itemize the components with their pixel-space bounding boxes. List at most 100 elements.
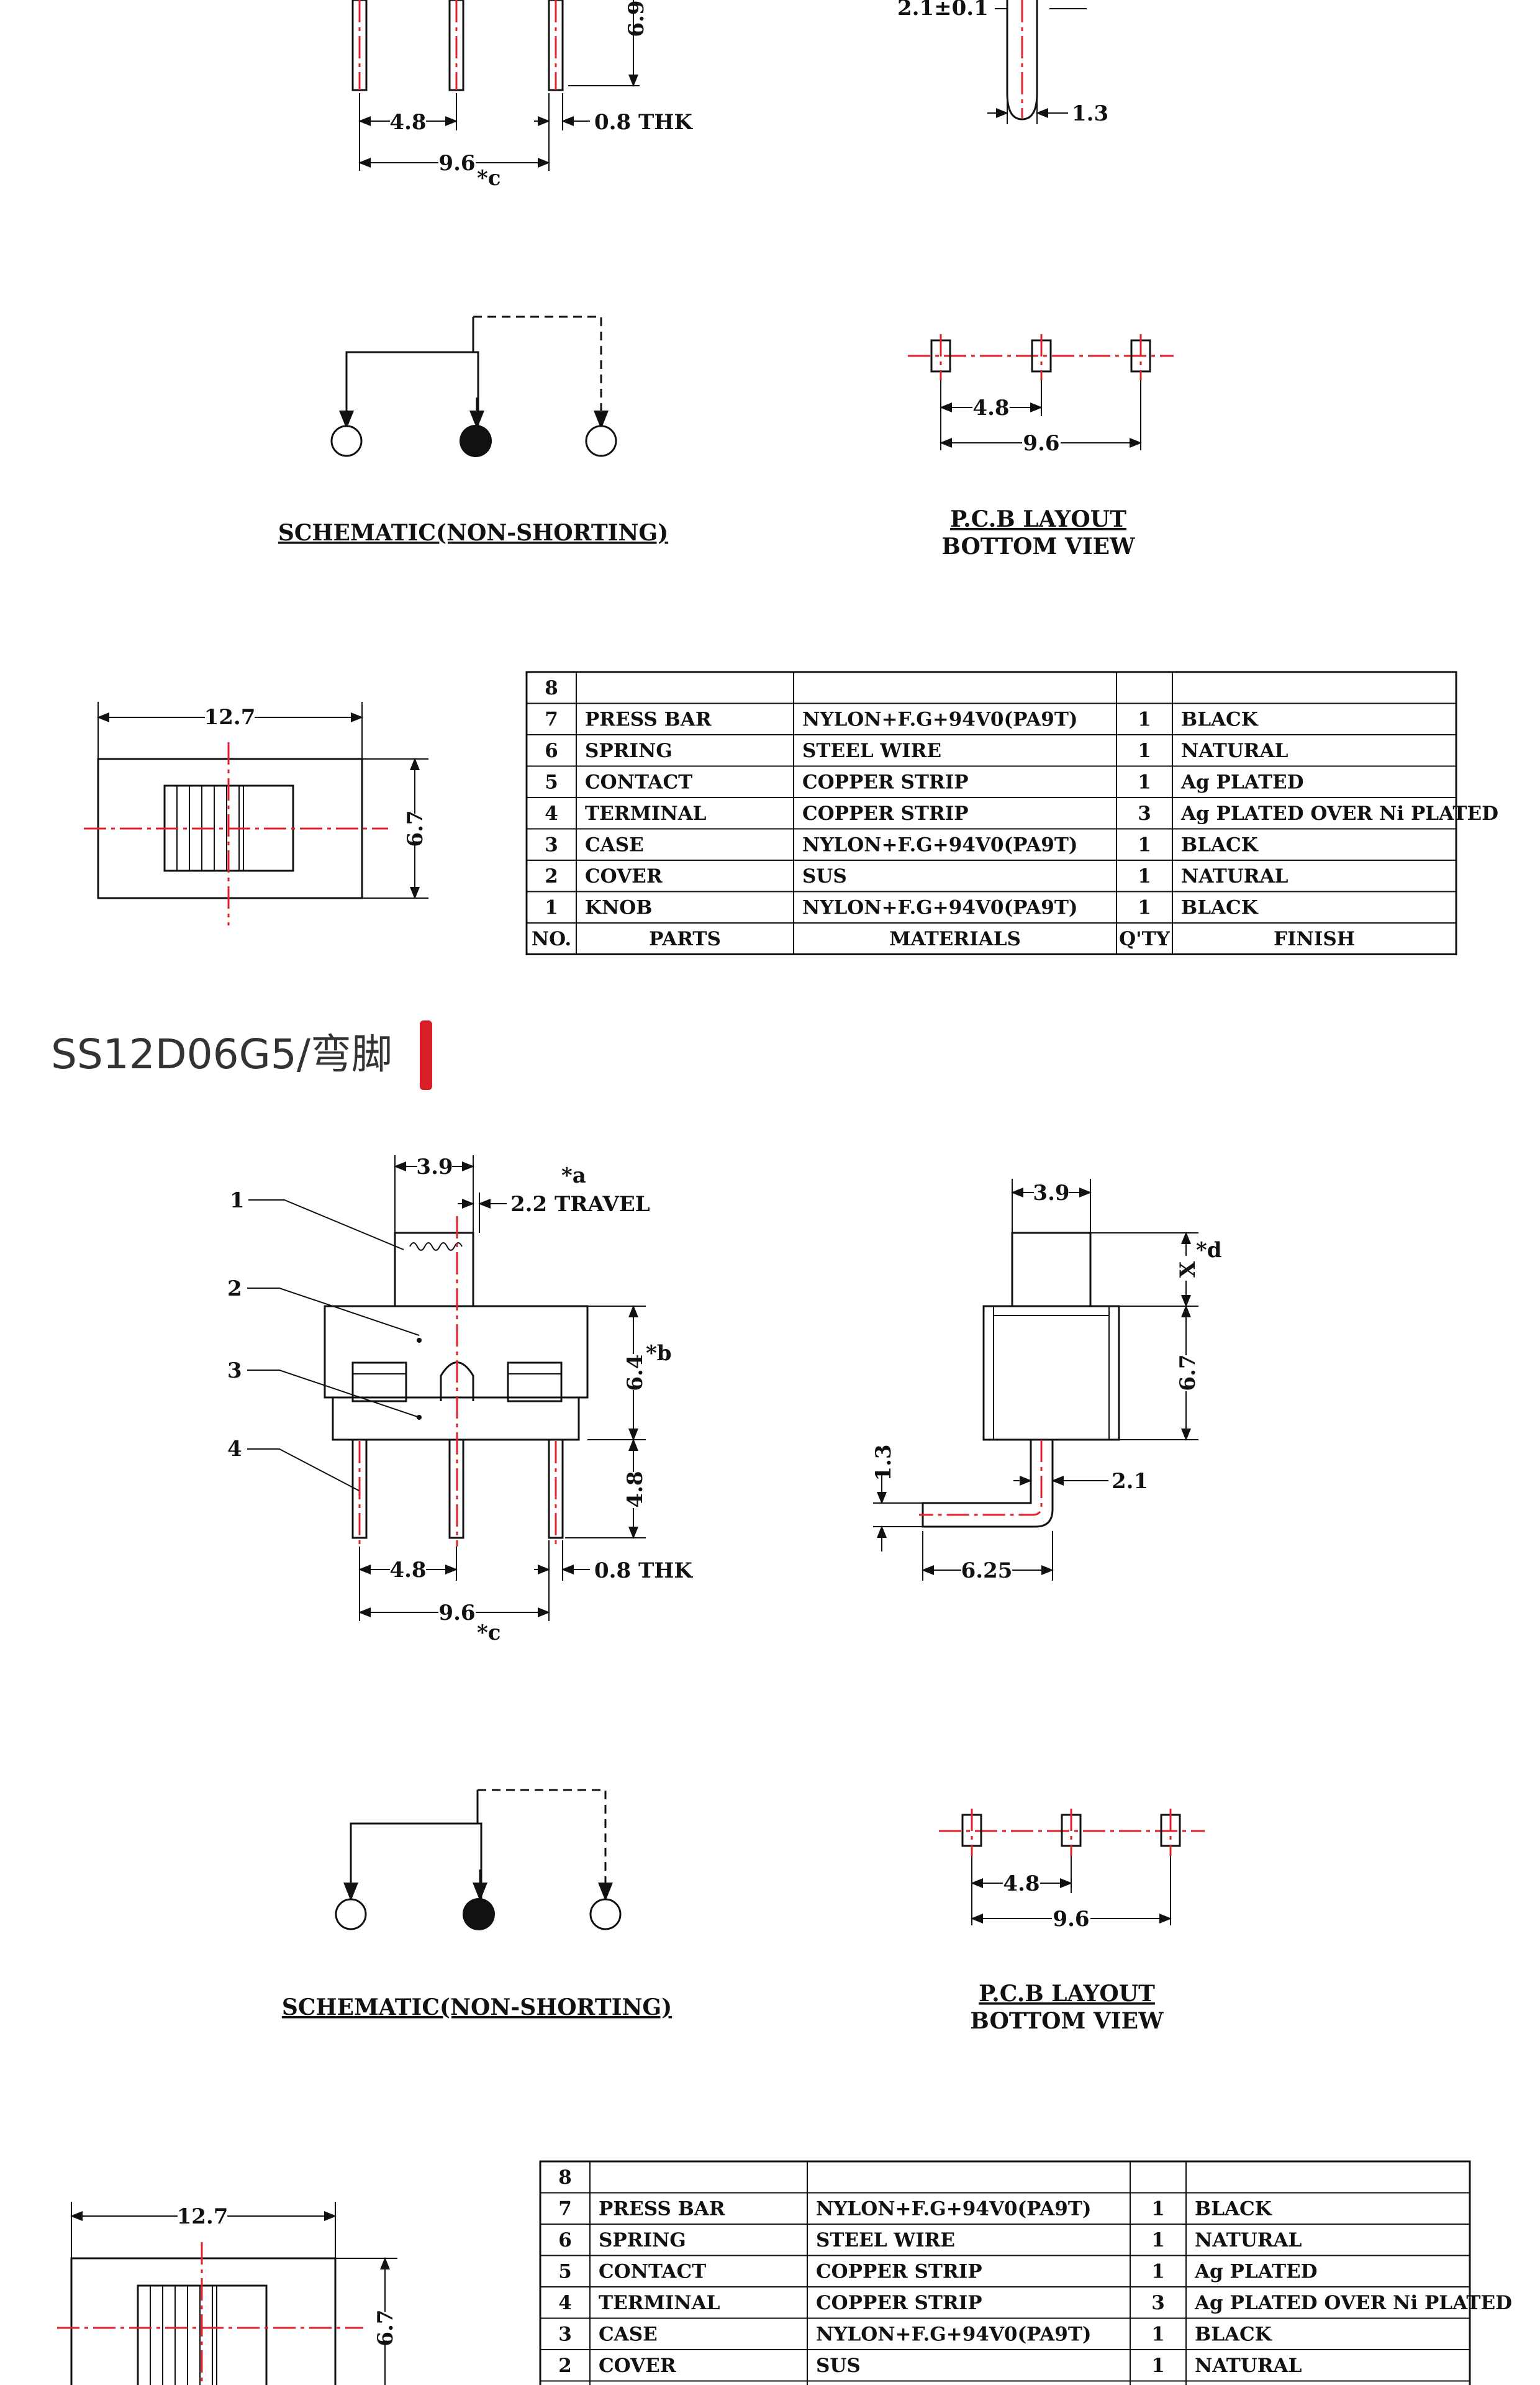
bom1-cell-finish: Ag PLATED OVER Ni PLATED xyxy=(1180,802,1498,825)
drawing2-side-view: 3.9 X *d 6.7 2.1 1.3 6.25 xyxy=(871,1179,1222,1583)
pcb2-dim-span: 9.6 xyxy=(1053,1907,1089,1932)
section-title: SS12D06G5/弯脚 xyxy=(51,1030,392,1078)
bom1-cell-material: COPPER STRIP xyxy=(802,771,969,794)
bom1-cell-qty: 1 xyxy=(1138,865,1151,888)
bom2-cell-material: STEEL WIRE xyxy=(816,2229,955,2251)
dim-span: 9.6 xyxy=(438,151,475,176)
bom2-frame xyxy=(539,2160,1471,2385)
dim-pin-width: 1.3 xyxy=(1072,101,1108,126)
top-view1-dim-height: 6.7 xyxy=(403,810,428,847)
schematic2-terminal-left xyxy=(335,1898,367,1930)
bom2-cell-no: 6 xyxy=(558,2229,572,2251)
bom1-cell-qty: 3 xyxy=(1138,802,1151,825)
bom1-cell-finish: NATURAL xyxy=(1181,740,1289,762)
bom1-cell-qty: 1 xyxy=(1138,897,1151,919)
bom2-cell-qty: 1 xyxy=(1151,2198,1165,2220)
bom1-cell-material: STEEL WIRE xyxy=(802,740,941,762)
bom1-cell-material: NYLON+F.G+94V0(PA9T) xyxy=(802,709,1078,731)
bom2-cell-part: TERMINAL xyxy=(599,2292,720,2314)
bom1-cell-no: 1 xyxy=(545,897,558,919)
bom1-cell-no: 5 xyxy=(545,771,558,794)
bom1-cell-part: CONTACT xyxy=(585,771,692,794)
pcb2-dim-pitch: 4.8 xyxy=(1003,1871,1040,1896)
bom2-cell-finish: Ag PLATED OVER Ni PLATED xyxy=(1194,2292,1512,2314)
bom2-cell-no: 4 xyxy=(558,2292,572,2314)
dim-pin-length: 6.9 xyxy=(624,0,649,37)
bom2-cell-material: COPPER STRIP xyxy=(816,2292,982,2314)
bom2-cell-finish: Ag PLATED xyxy=(1194,2261,1318,2283)
top-view1-dim-width: 12.7 xyxy=(204,705,256,730)
bom2-cell-no: 8 xyxy=(558,2166,572,2189)
bom1-cell-material: SUS xyxy=(802,865,847,888)
front2-dim-body-note: *b xyxy=(646,1341,672,1366)
side2-dim-pin-thickness: 1.3 xyxy=(871,1444,896,1481)
bom1-cell-finish: BLACK xyxy=(1181,834,1259,856)
schematic2-terminal-right xyxy=(589,1898,622,1930)
dim-pin-position: 2.1±0.1 xyxy=(897,0,989,20)
bom1-cell-no: 2 xyxy=(545,865,558,888)
bom1-header: PARTS xyxy=(649,928,721,950)
bom1-header: NO. xyxy=(532,928,571,950)
dim-pitch: 4.8 xyxy=(389,110,426,135)
bom1-cell-part: PRESS BAR xyxy=(585,709,712,731)
bom1-cell-finish: Ag PLATED xyxy=(1180,771,1304,794)
bom1-header: FINISH xyxy=(1274,928,1355,950)
bom2-cell-qty: 3 xyxy=(1151,2292,1165,2314)
bom1-cell-part: COVER xyxy=(585,865,663,888)
bom1-cell-part: CASE xyxy=(585,834,644,856)
bom1-cell-finish: BLACK xyxy=(1181,709,1259,731)
bom2-cell-no: 7 xyxy=(558,2198,572,2220)
dim-span-note: *c xyxy=(477,166,500,191)
pcb1-dim-pitch: 4.8 xyxy=(972,396,1009,420)
pcb1-caption-line1: P.C.B LAYOUT xyxy=(950,506,1126,532)
drawing2-front-view: 1 2 3 4 3.9 2.2 TRAVEL *a 6.4 *b 4.8 xyxy=(227,1155,693,1645)
side2-dim-pin-offset: 2.1 xyxy=(1112,1469,1148,1494)
pcb-layout-2: 4.8 9.6 P.C.B LAYOUT BOTTOM VIEW xyxy=(939,1809,1205,2034)
bom1-cell-part: TERMINAL xyxy=(585,802,707,825)
drawing1-side-view-pin: 2.1±0.1 1.3 xyxy=(897,0,1108,126)
bom1-frame xyxy=(525,671,1457,955)
callout-4: 4 xyxy=(227,1437,242,1461)
bom2-cell-qty: 1 xyxy=(1151,2229,1165,2251)
section-accent-bar xyxy=(420,1020,432,1090)
bom2-cell-qty: 1 xyxy=(1151,2324,1165,2346)
pcb2-caption-line1: P.C.B LAYOUT xyxy=(979,1981,1155,2007)
pcb-layout-1: 4.8 9.6 P.C.B LAYOUT BOTTOM VIEW xyxy=(908,334,1174,560)
front2-dim-knob-width: 3.9 xyxy=(416,1155,453,1179)
bom2-cell-no: 5 xyxy=(558,2261,572,2283)
callout-1: 1 xyxy=(230,1188,245,1213)
schematic1-terminal-left xyxy=(330,425,363,457)
bom1-cell-material: NYLON+F.G+94V0(PA9T) xyxy=(802,897,1078,919)
bom2-cell-qty: 1 xyxy=(1151,2261,1165,2283)
callout-3: 3 xyxy=(227,1358,242,1383)
side2-dim-knob-note: *d xyxy=(1196,1238,1222,1263)
schematic1-caption: SCHEMATIC(NON-SHORTING) xyxy=(278,520,668,546)
top-view-1: 12.7 6.7 xyxy=(84,702,428,925)
bom1-cell-material: COPPER STRIP xyxy=(802,802,969,825)
schematic2-terminal-common xyxy=(463,1898,495,1930)
bom1-cell-material: NYLON+F.G+94V0(PA9T) xyxy=(802,834,1078,856)
bom2-cell-finish: BLACK xyxy=(1195,2324,1272,2346)
bom1-cell-part: KNOB xyxy=(585,897,653,919)
front2-dim-span-note: *c xyxy=(477,1620,500,1645)
bom1-header: Q'TY xyxy=(1119,928,1171,950)
bom1-cell-finish: NATURAL xyxy=(1181,865,1289,888)
bom1-cell-no: 3 xyxy=(545,834,558,856)
bom2-cell-qty: 1 xyxy=(1151,2355,1165,2377)
front2-dim-span: 9.6 xyxy=(438,1601,475,1625)
bom2-cell-part: SPRING xyxy=(599,2229,686,2251)
bom1-cell-part: SPRING xyxy=(585,740,673,762)
pcb1-caption-line2: BOTTOM VIEW xyxy=(941,534,1135,560)
bom1-cell-qty: 1 xyxy=(1138,771,1151,794)
bom1-cell-no: 4 xyxy=(545,802,558,825)
top-view2-dim-height: 6.7 xyxy=(373,2309,398,2346)
bom2-cell-material: NYLON+F.G+94V0(PA9T) xyxy=(816,2198,1092,2220)
bom1-cell-qty: 1 xyxy=(1138,740,1151,762)
drawing1-front-view-pins: 4.8 0.8 THK 9.6 *c 6.9 xyxy=(351,0,693,191)
side2-dim-knob-width: 3.9 xyxy=(1033,1181,1069,1206)
pcb1-dim-span: 9.6 xyxy=(1023,431,1059,456)
bom1-cell-no: 7 xyxy=(545,709,558,731)
top-view2-knob-ribs xyxy=(150,2286,217,2385)
